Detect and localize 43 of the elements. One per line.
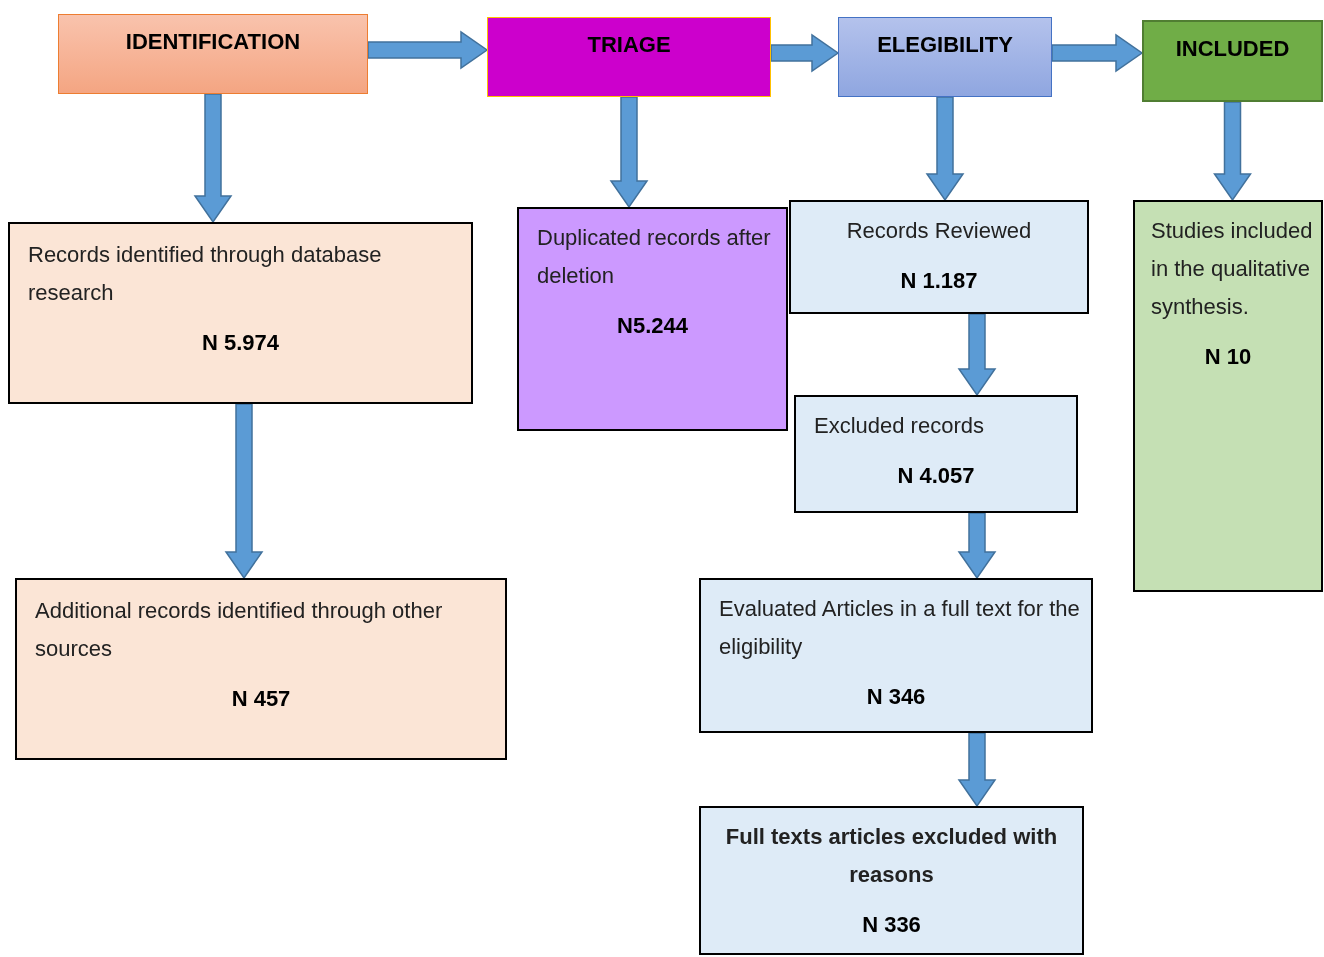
block-arrow bbox=[957, 313, 997, 397]
block-arrow bbox=[925, 96, 965, 202]
stage-title: INCLUDED bbox=[1174, 35, 1291, 63]
count-text: N 1.187 bbox=[899, 267, 979, 295]
block-arrow bbox=[957, 732, 997, 808]
stage-title: TRIAGE bbox=[586, 31, 672, 59]
box-text: Records Reviewed bbox=[845, 217, 1033, 245]
box-text: Full texts articles excluded with reasons bbox=[724, 823, 1059, 889]
count-text: N 4.057 bbox=[896, 462, 976, 490]
stage-title: IDENTIFICATION bbox=[124, 28, 302, 56]
block-arrow bbox=[367, 30, 489, 70]
process-box bbox=[15, 578, 507, 760]
process-box bbox=[794, 395, 1078, 513]
process-box bbox=[517, 207, 788, 431]
process-box bbox=[699, 578, 1093, 733]
block-arrow bbox=[193, 93, 233, 224]
count-text: N 457 bbox=[230, 685, 292, 713]
stage-header-box bbox=[838, 17, 1052, 97]
block-arrow bbox=[609, 96, 649, 209]
block-arrow bbox=[224, 403, 264, 580]
count-text: N 336 bbox=[861, 911, 922, 939]
process-box bbox=[1133, 200, 1323, 592]
process-box bbox=[8, 222, 473, 404]
stage-header-box bbox=[487, 17, 771, 97]
block-arrow bbox=[1051, 33, 1144, 73]
process-box bbox=[699, 806, 1084, 955]
count-text: N 5.974 bbox=[200, 329, 281, 357]
box-text: Excluded records bbox=[813, 412, 985, 440]
stage-title: ELEGIBILITY bbox=[876, 31, 1014, 59]
count-text: N 10 bbox=[1203, 343, 1253, 371]
box-text: Evaluated Articles in a full text for the eligibility bbox=[718, 595, 1081, 661]
stage-header-box bbox=[1142, 20, 1323, 102]
stage-header-box bbox=[58, 14, 368, 94]
box-text: Studies included in the qualitative synthesis. bbox=[1150, 217, 1314, 321]
block-arrow bbox=[957, 512, 997, 580]
count-text: N 346 bbox=[865, 683, 927, 711]
box-text: Duplicated records after deletion bbox=[536, 224, 772, 290]
block-arrow bbox=[770, 33, 840, 73]
process-box bbox=[789, 200, 1089, 314]
box-text: Records identified through database research bbox=[27, 241, 383, 307]
block-arrow bbox=[1213, 101, 1252, 202]
count-text: N5.244 bbox=[616, 312, 689, 340]
box-text: Additional records identified through other sources bbox=[34, 597, 444, 663]
